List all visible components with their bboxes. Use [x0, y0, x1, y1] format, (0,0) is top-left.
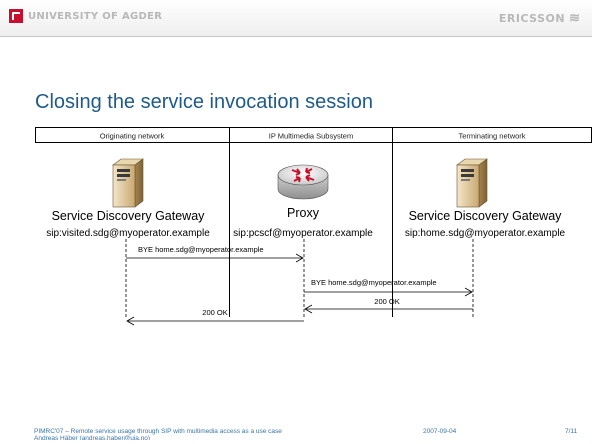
footer-author: Andreas Häber (andreas.haber@uia.no) [34, 435, 151, 440]
ericsson-icon: ≋ [569, 10, 580, 25]
company-logo: ERICSSON ≋ [499, 10, 580, 26]
footer-date: 2007-09-04 [423, 428, 457, 435]
column-label: IP Multimedia Subsystem [269, 132, 353, 141]
server-icon [456, 158, 488, 208]
university-logo: UNIVERSITY OF AGDER [9, 9, 162, 23]
server-icon [112, 158, 144, 208]
message-label: BYE home.sdg@myoperator.example [138, 245, 264, 254]
message-label: 200 OK [374, 297, 399, 306]
footer-left: PIMRC'07 – Remote service usage through … [34, 428, 282, 440]
entity-address: sip:home.sdg@myoperator.example [405, 228, 566, 239]
router-icon [277, 164, 329, 200]
entity-address: sip:visited.sdg@myoperator.example [46, 228, 210, 239]
company-logo-text: ERICSSON [498, 11, 566, 25]
entity-name: Service Discovery Gateway [52, 209, 206, 223]
footer-title: PIMRC'07 – Remote service usage through … [34, 428, 282, 435]
message-arrow-200ok-return [126, 316, 304, 326]
sequence-diagram: Originating network IP Multimedia Subsys… [35, 127, 592, 317]
university-logo-icon [9, 9, 23, 23]
column-label: Terminating network [458, 132, 525, 141]
entity-address: sip:pcscf@myoperator.example [233, 228, 373, 239]
column-label: Originating network [100, 132, 165, 141]
university-logo-text: UNIVERSITY OF AGDER [28, 10, 163, 22]
slide-title: Closing the service invocation session [35, 91, 373, 113]
entity-name: Proxy [287, 206, 320, 220]
message-label: BYE home.sdg@myoperator.example [311, 278, 437, 287]
entity-name: Service Discovery Gateway [409, 209, 563, 223]
message-label: 200 OK [202, 308, 227, 317]
footer-page-number: 7/11 [565, 428, 578, 435]
slide-header: UNIVERSITY OF AGDER ERICSSON ≋ [0, 0, 592, 37]
